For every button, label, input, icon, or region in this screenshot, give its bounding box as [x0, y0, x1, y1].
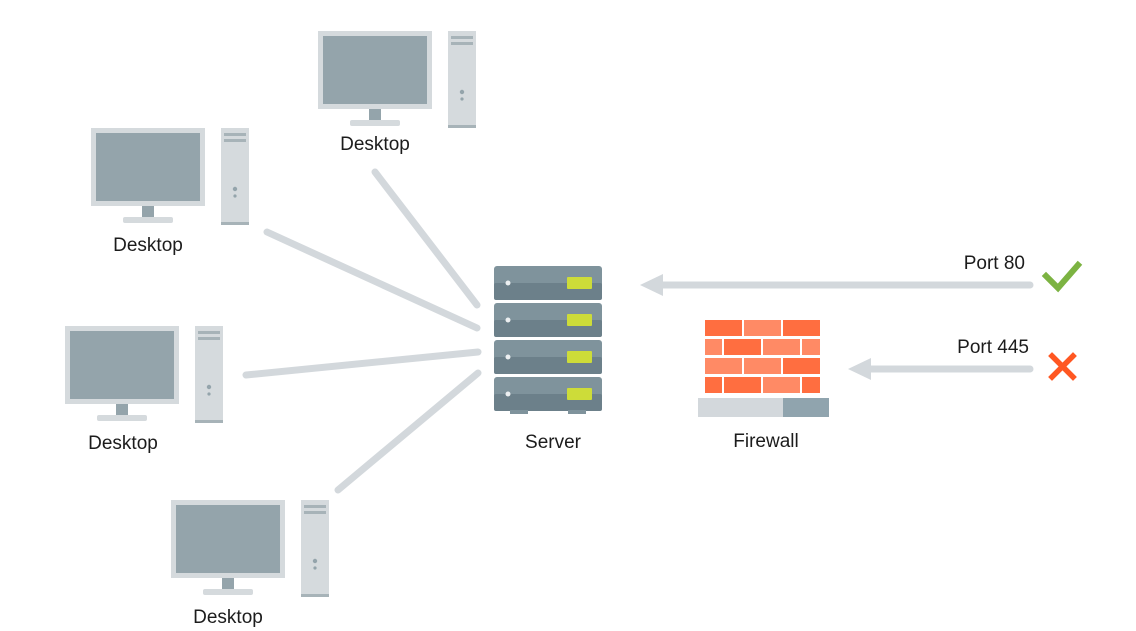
edge-desktop-middle-left-server	[242, 348, 482, 379]
desktop-label: Desktop	[88, 433, 158, 454]
connections	[242, 168, 482, 494]
check-icon	[1041, 260, 1083, 293]
server-label: Server	[525, 432, 581, 453]
desktop-icon	[171, 500, 329, 597]
desktop-icon	[91, 128, 249, 225]
desktop-icon	[318, 31, 476, 128]
edge-desktop-top-server	[371, 168, 481, 309]
port-80-label: Port 80	[963, 253, 1025, 274]
firewall-label: Firewall	[733, 431, 799, 452]
firewall-icon	[698, 320, 829, 417]
desktop-label: Desktop	[193, 607, 263, 628]
desktop-icon	[65, 326, 223, 423]
server-icon	[494, 266, 602, 414]
desktop-label: Desktop	[113, 235, 183, 256]
desktop-label: Desktop	[340, 134, 410, 155]
edge-desktop-bottom-server	[334, 369, 482, 494]
port-445-label: Port 445	[957, 337, 1029, 358]
x-icon	[1048, 352, 1077, 381]
arrow-port-80	[640, 274, 1034, 296]
edge-desktop-upper-left-server	[263, 228, 481, 332]
arrow-port-445	[848, 358, 1034, 380]
